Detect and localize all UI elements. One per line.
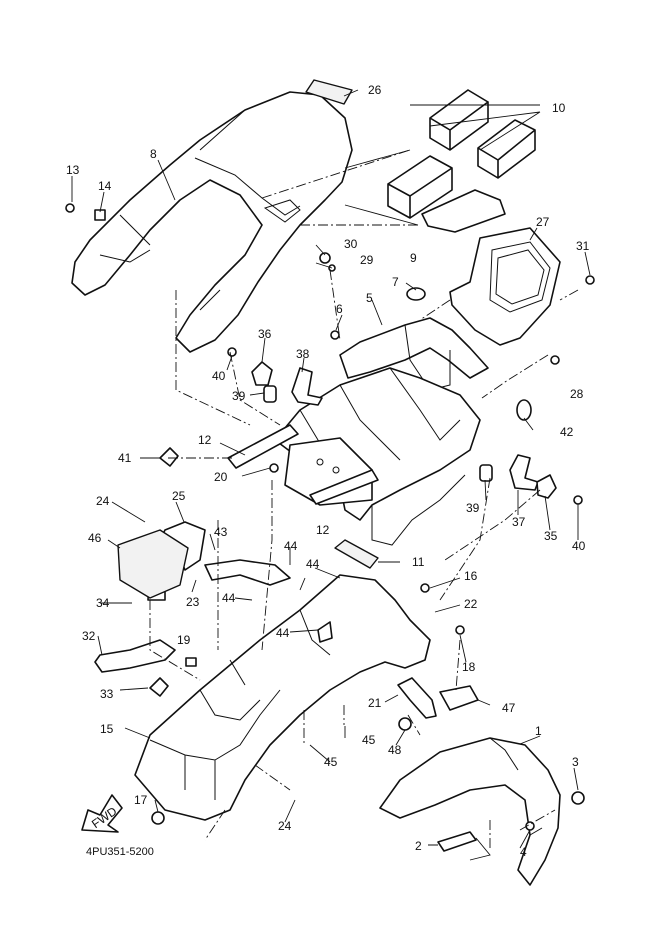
callout-19: 19	[177, 633, 191, 647]
callout-28: 28	[570, 387, 584, 401]
callout-47: 47	[502, 701, 516, 715]
callout-22: 22	[464, 597, 478, 611]
fender-plate	[437, 831, 477, 852]
drawing-code: 4PU351-5200	[86, 846, 154, 858]
tail-light-bracket	[449, 227, 561, 346]
callout-24b: 24	[278, 819, 292, 833]
callout-6: 6	[336, 302, 343, 316]
seat-decal	[305, 79, 353, 105]
fwd-arrow: FWD	[81, 794, 123, 833]
callout-8: 8	[150, 147, 157, 161]
seat-cowl	[71, 91, 353, 353]
footrest-bracket	[94, 639, 176, 673]
hardware	[65, 203, 595, 831]
callout-46: 46	[88, 531, 102, 545]
callout-34: 34	[96, 596, 110, 610]
seat-cushion-pads	[387, 89, 536, 233]
callout-27: 27	[536, 215, 550, 229]
callout-1: 1	[535, 724, 542, 738]
inner-rear-fender	[134, 574, 431, 821]
leader-lines	[71, 89, 591, 861]
callout-39a: 39	[232, 389, 246, 403]
callout-14: 14	[98, 179, 112, 193]
callout-7: 7	[392, 275, 399, 289]
frame-bar-upper	[227, 424, 299, 469]
callout-21: 21	[368, 696, 382, 710]
callout-40b: 40	[572, 539, 586, 553]
front-fender	[379, 737, 561, 886]
callout-18: 18	[462, 660, 476, 674]
callout-16: 16	[464, 569, 478, 583]
callout-48: 48	[388, 743, 402, 757]
callout-45b: 45	[324, 755, 338, 769]
callout-33: 33	[100, 687, 114, 701]
callout-43: 43	[214, 525, 228, 539]
callout-12a: 12	[198, 433, 212, 447]
strap-pad	[117, 529, 189, 599]
rubber-strip	[334, 539, 379, 569]
callout-39b: 39	[466, 501, 480, 515]
callout-32: 32	[82, 629, 96, 643]
callout-37: 37	[512, 515, 526, 529]
callout-35: 35	[544, 529, 558, 543]
callout-44a: 44	[284, 539, 298, 553]
callout-15: 15	[100, 722, 114, 736]
callout-10: 10	[552, 101, 566, 115]
callout-30: 30	[344, 237, 358, 251]
callout-44b: 44	[306, 557, 320, 571]
callout-44d: 44	[276, 626, 290, 640]
callout-44c: 44	[222, 591, 236, 605]
callout-40a: 40	[212, 369, 226, 383]
callout-13: 13	[66, 163, 80, 177]
assembly-lines	[149, 149, 579, 850]
reflector	[439, 685, 479, 711]
callout-9: 9	[410, 251, 417, 265]
callout-23: 23	[186, 595, 200, 609]
callout-24a: 24	[96, 494, 110, 508]
callout-17: 17	[134, 793, 148, 807]
callout-29: 29	[360, 253, 374, 267]
callouts: 1 2 3 4 5 6 7 8 9 10 11 12 12 13 14 15 1…	[66, 83, 590, 859]
callout-3: 3	[572, 755, 579, 769]
callout-5: 5	[366, 291, 373, 305]
callout-38: 38	[296, 347, 310, 361]
callout-25: 25	[172, 489, 186, 503]
callout-11: 11	[412, 555, 425, 569]
frame-bar-lower	[309, 469, 379, 505]
reflector-bracket	[397, 677, 437, 719]
callout-41: 41	[118, 451, 132, 465]
callout-45a: 45	[362, 733, 376, 747]
callout-4: 4	[520, 845, 527, 859]
callout-31: 31	[576, 239, 590, 253]
callout-2: 2	[415, 839, 422, 853]
callout-42: 42	[560, 425, 574, 439]
callout-26: 26	[368, 83, 382, 97]
callout-20: 20	[214, 470, 228, 484]
callout-12b: 12	[316, 523, 330, 537]
callout-36: 36	[258, 327, 272, 341]
